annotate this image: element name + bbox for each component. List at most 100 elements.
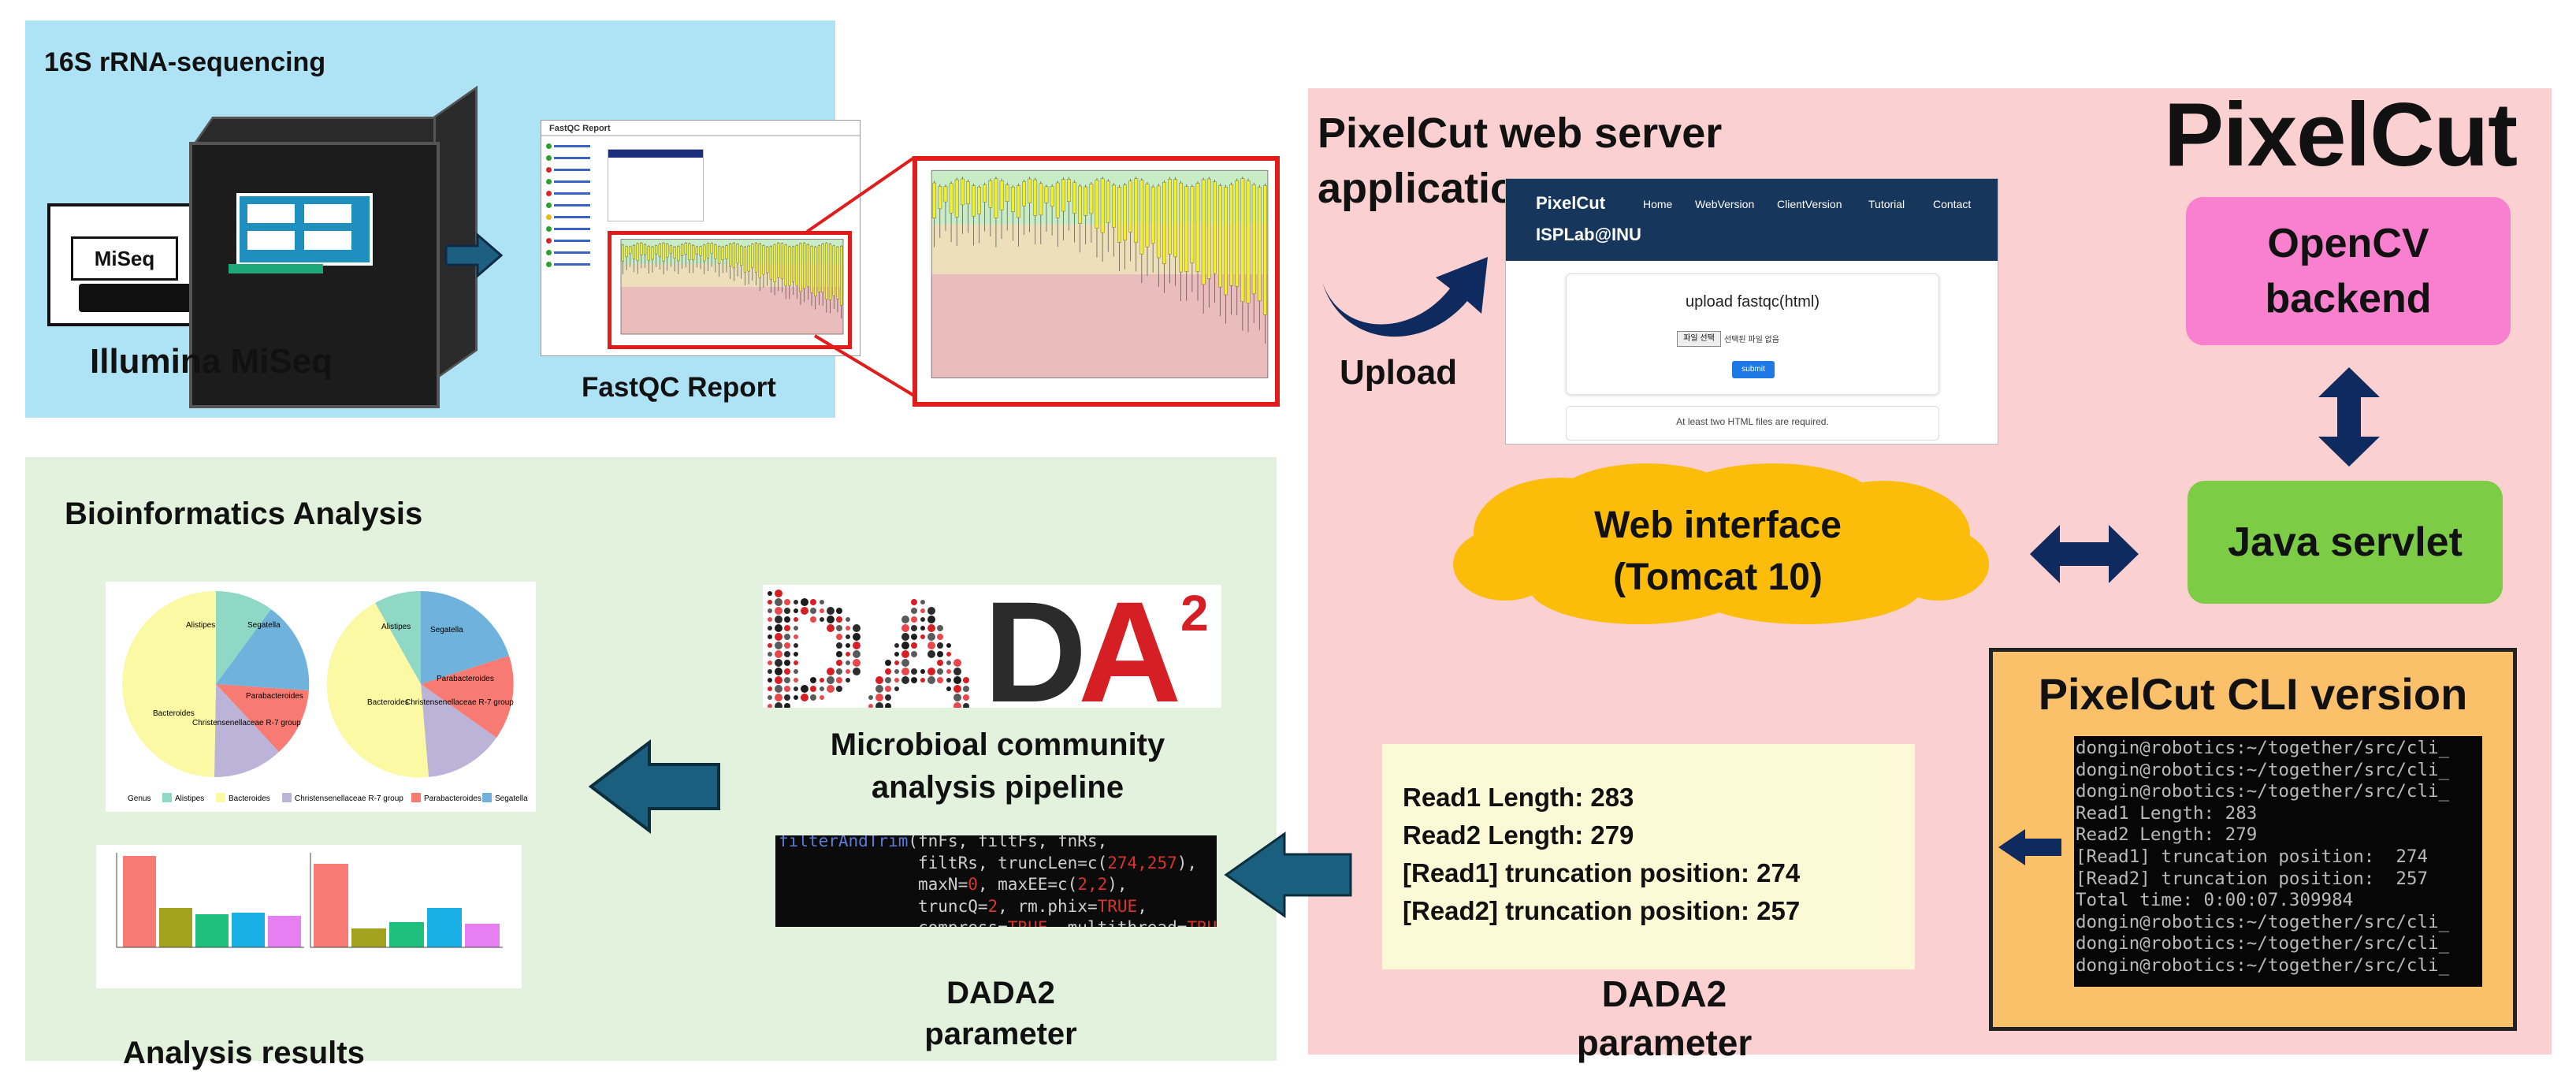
webapp-brand[interactable]: PixelCut bbox=[1536, 193, 1606, 213]
param-line: [Read2] truncation position: 257 bbox=[1403, 896, 1801, 925]
pie1-label-parabacteroides: Parabacteroides bbox=[246, 692, 303, 701]
params-to-code-arrow bbox=[1224, 831, 1352, 918]
pie-legend: Genus Alistipes Bacteroides Christensene… bbox=[128, 793, 528, 803]
dada2-logo-graphic: D A 2 bbox=[768, 571, 1209, 732]
legend-item-parabacteroides: Parabacteroides bbox=[424, 794, 481, 803]
legend-title: Genus bbox=[128, 794, 151, 803]
cli-line: Total time: 0:00:07.309984 bbox=[2076, 890, 2354, 911]
pie-charts-card: Alistipes Segatella Parabacteroides Bact… bbox=[106, 582, 536, 812]
code-line: truncQ=2, rm.phix=TRUE, bbox=[779, 896, 1147, 916]
upload-label: Upload bbox=[1340, 353, 1458, 392]
cli-line: Read2 Length: 279 bbox=[2076, 824, 2258, 846]
pie1-label-alistipes: Alistipes bbox=[186, 621, 215, 630]
bar-charts bbox=[116, 853, 503, 948]
fastqc-summary-list bbox=[546, 143, 593, 340]
cli-line: [Read1] truncation position: 274 bbox=[2076, 846, 2429, 867]
upload-arrow bbox=[1322, 257, 1488, 337]
bar-charts-card bbox=[96, 845, 522, 988]
seq-arrow bbox=[444, 232, 504, 279]
sequencing-title: 16S rRNA-sequencing bbox=[44, 47, 326, 77]
legend-item-bacteroides: Bacteroides bbox=[229, 794, 270, 803]
pie2-label-christensenellaceae: Christensenellaceae R-7 group bbox=[405, 698, 514, 707]
java-servlet-box: Java servlet bbox=[2188, 481, 2503, 604]
pie2-label-bacteroides: Bacteroides bbox=[367, 698, 409, 707]
bioinformatics-title: Bioinformatics Analysis bbox=[65, 497, 423, 531]
dada2-logo-a: A bbox=[1078, 585, 1181, 708]
dada2-logo-superscript: 2 bbox=[1180, 585, 1209, 642]
fastqc-stats-table bbox=[608, 149, 704, 221]
pixelcut-brand: PixelCut bbox=[2164, 85, 2518, 185]
param-line: Read1 Length: 283 bbox=[1403, 783, 1634, 812]
fastqc-quality-plot-highlight bbox=[608, 231, 852, 349]
web-interface-cloud bbox=[1453, 463, 1989, 624]
cli-arrow bbox=[1998, 829, 2061, 865]
webapp-no-file-text: 선택된 파일 없음 bbox=[1724, 336, 1779, 344]
miseq-caption: Illumina MiSeq bbox=[90, 342, 333, 381]
opencv-java-arrow bbox=[2318, 367, 2380, 467]
cli-version-title: PixelCut CLI version bbox=[2038, 669, 2468, 719]
pie-charts: Alistipes Segatella Parabacteroides Bact… bbox=[122, 590, 528, 803]
pie-chart-2: Alistipes Segatella Parabacteroides Bact… bbox=[326, 590, 514, 778]
webapp-nav-contact[interactable]: Contact bbox=[1933, 198, 1972, 210]
legend-item-segatella: Segatella bbox=[495, 794, 528, 803]
webapp-nav-tutorial[interactable]: Tutorial bbox=[1868, 198, 1905, 210]
pie2-label-alistipes: Alistipes bbox=[381, 623, 411, 631]
pie-chart-1: Alistipes Segatella Parabacteroides Bact… bbox=[122, 590, 310, 778]
webapp-submit-button[interactable]: submit bbox=[1732, 361, 1775, 378]
param-line: Read2 Length: 279 bbox=[1403, 820, 1634, 850]
webapp-choose-file-button[interactable]: 파일 선택 bbox=[1677, 331, 1721, 347]
cli-line: dongin@robotics:~/together/src/cli_ bbox=[2076, 738, 2450, 758]
webapp-footer-card: At least two HTML files are required. bbox=[1566, 406, 1939, 441]
pie1-slice-bacteroides bbox=[122, 590, 216, 777]
webapp-org: ISPLab@INU bbox=[1536, 225, 1641, 244]
pie2-label-parabacteroides: Parabacteroides bbox=[437, 675, 494, 683]
bar-chart-1 bbox=[116, 853, 304, 948]
pie1-slice-alistipes bbox=[216, 591, 271, 684]
code-line: filterAndTrim(fnFs, filtFs, fnRs, bbox=[779, 835, 1108, 850]
dada2-logo-d: D bbox=[983, 585, 1087, 708]
pie1-slice-segatella bbox=[216, 609, 310, 690]
pie1-label-bacteroides: Bacteroides bbox=[153, 709, 195, 718]
miseq-screen bbox=[236, 193, 373, 266]
pie2-slice-alistipes bbox=[375, 590, 421, 684]
miseq-label: MiSeq bbox=[71, 236, 178, 281]
pie2-label-segatella: Segatella bbox=[430, 626, 463, 634]
dada2-param-caption-right: DADA2 parameter bbox=[1576, 973, 1753, 1063]
pie2-slice-segatella bbox=[421, 591, 509, 684]
legend-item-alistipes: Alistipes bbox=[175, 794, 204, 803]
cli-line: dongin@robotics:~/together/src/cli_ bbox=[2076, 954, 2450, 976]
fastqc-report-thumbnail: FastQC Report bbox=[541, 120, 861, 356]
fastqc-report-title: FastQC Report bbox=[549, 124, 611, 133]
cli-terminal: dongin@robotics:~/together/src/cli_dongi… bbox=[2074, 736, 2482, 987]
webapp-upload-card: upload fastqc(html) 파일 선택 선택된 파일 없음 subm… bbox=[1566, 273, 1939, 395]
web-interface-label: Web interface (Tomcat 10) bbox=[1594, 504, 1842, 598]
param-line: [Read1] truncation position: 274 bbox=[1403, 858, 1801, 887]
pie1-label-christensenellaceae: Christensenellaceae R-7 group bbox=[192, 719, 301, 727]
fastqc-caption: FastQC Report bbox=[582, 372, 776, 403]
dada2-logo: D A 2 bbox=[763, 571, 1221, 732]
dada2-code-block: filterAndTrim(fnFs, filtFs, fnRs, filtRs… bbox=[775, 835, 1217, 927]
code-line: compress=TRUE, multithread=TRUE) bbox=[779, 917, 1217, 927]
webapp-upload-title: upload fastqc(html) bbox=[1685, 293, 1820, 311]
webapp-screenshot: PixelCut ISPLab@INU Home WebVersion Clie… bbox=[1505, 178, 1998, 445]
pie1-label-segatella: Segatella bbox=[247, 621, 281, 630]
cli-line: [Read2] truncation position: 257 bbox=[2076, 868, 2429, 889]
dada2-param-caption-left: DADA2 parameter bbox=[924, 976, 1077, 1051]
code-line: maxN=0, maxEE=c(2,2), bbox=[779, 875, 1128, 894]
webapp-nav-webversion[interactable]: WebVersion bbox=[1695, 198, 1755, 210]
pie1-slice-parabacteroides bbox=[216, 684, 309, 752]
webapp-nav-home[interactable]: Home bbox=[1643, 198, 1673, 210]
fastqc-quality-plot-zoom bbox=[913, 156, 1280, 407]
pie2-slice-bacteroides bbox=[326, 603, 429, 778]
cli-line: dongin@robotics:~/together/src/cli_ bbox=[2076, 911, 2450, 932]
pie1-slice-christensenellaceae bbox=[214, 684, 279, 778]
webapp-footer-note: At least two HTML files are required. bbox=[1676, 416, 1829, 427]
legend-item-christensenellaceae: Christensenellaceae R-7 group bbox=[295, 794, 403, 803]
cli-line: dongin@robotics:~/together/src/cli_ bbox=[2076, 781, 2450, 802]
analysis-results-caption: Analysis results bbox=[123, 1036, 365, 1070]
webapp-nav-clientversion[interactable]: ClientVersion bbox=[1777, 198, 1842, 210]
bar-chart-2 bbox=[310, 853, 503, 948]
code-line: filtRs, truncLen=c(274,257), bbox=[779, 853, 1198, 872]
